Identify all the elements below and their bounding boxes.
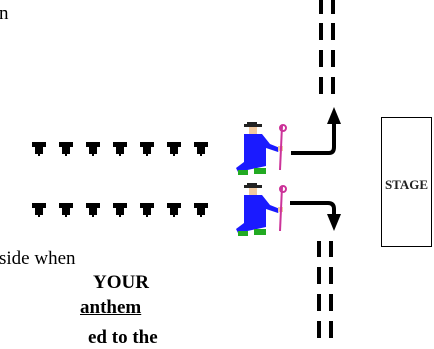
- text-fragment-side-when: side when: [0, 248, 76, 269]
- upper-row-heads: [32, 142, 208, 156]
- head-icon: [86, 142, 100, 156]
- stage-box: STAGE: [381, 117, 432, 247]
- head-icon: [167, 142, 181, 156]
- lower-path-dashes: [317, 241, 333, 338]
- upper-leader-figure-icon: [236, 122, 287, 175]
- head-icon: [86, 203, 100, 217]
- head-icon: [59, 142, 73, 156]
- head-icon: [140, 142, 154, 156]
- head-icon: [113, 142, 127, 156]
- head-icon: [140, 203, 154, 217]
- text-fragment-ed-to-the: ed to the: [88, 327, 158, 348]
- head-icon: [32, 142, 46, 156]
- head-icon: [194, 203, 208, 217]
- lower-row-heads: [32, 203, 208, 217]
- text-fragment-top: n: [0, 3, 9, 24]
- head-icon: [59, 203, 73, 217]
- lower-turn-arrow: [290, 201, 341, 231]
- upper-path-dashes: [319, 0, 335, 94]
- upper-turn-arrow: [291, 107, 341, 155]
- head-icon: [32, 203, 46, 217]
- stage-label: STAGE: [384, 177, 429, 192]
- lower-leader-figure-icon: [236, 183, 287, 236]
- head-icon: [194, 142, 208, 156]
- text-fragment-your: YOUR: [93, 272, 149, 293]
- text-fragment-anthem: anthem: [80, 297, 142, 318]
- head-icon: [167, 203, 181, 217]
- head-icon: [113, 203, 127, 217]
